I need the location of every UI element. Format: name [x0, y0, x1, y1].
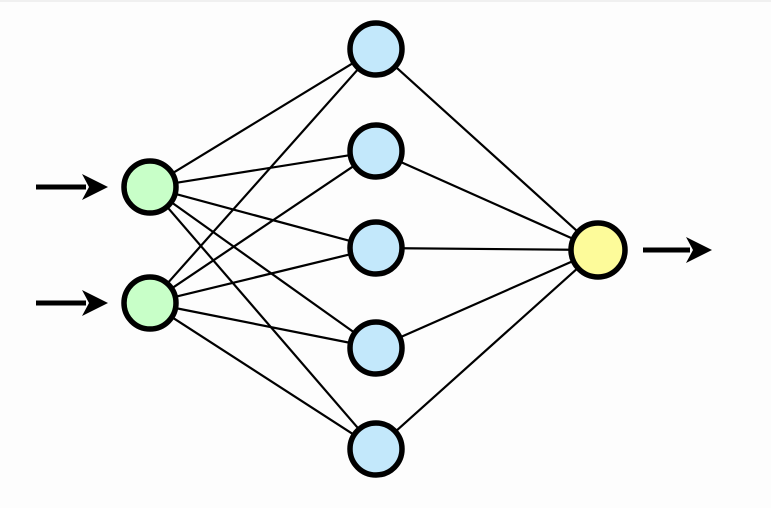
network-edge — [173, 192, 353, 243]
output-arrow — [643, 237, 712, 263]
nodes-group — [121, 20, 628, 478]
network-edge — [170, 315, 356, 437]
network-edge — [398, 259, 575, 339]
input-arrow-head — [82, 290, 108, 316]
edges-group — [165, 61, 580, 437]
hidden-node-h4[interactable] — [347, 319, 405, 377]
output-arrow-head — [686, 237, 712, 263]
network-edge — [400, 247, 573, 251]
input-arrow-head — [82, 174, 108, 200]
hidden-node-h5[interactable] — [347, 420, 405, 478]
network-edge — [169, 200, 357, 335]
network-edge — [170, 61, 356, 175]
network-edge — [165, 205, 361, 431]
input-node-i1[interactable] — [121, 158, 179, 216]
input-node-circle[interactable] — [121, 158, 179, 216]
input-arrow — [36, 174, 108, 200]
network-edge — [393, 266, 580, 434]
input-arrow — [36, 290, 108, 316]
hidden-node-circle[interactable] — [347, 122, 405, 180]
network-edge — [174, 306, 352, 345]
hidden-node-circle[interactable] — [347, 219, 405, 277]
network-edge — [174, 153, 352, 185]
network-edge — [398, 160, 575, 241]
hidden-node-h3[interactable] — [347, 219, 405, 277]
network-edge — [174, 252, 352, 299]
network-edge — [165, 66, 361, 286]
output-node-o1[interactable] — [568, 220, 628, 280]
input-node-circle[interactable] — [121, 274, 179, 332]
input-node-i2[interactable] — [121, 274, 179, 332]
hidden-node-h2[interactable] — [347, 122, 405, 180]
hidden-node-h1[interactable] — [347, 20, 405, 78]
hidden-node-circle[interactable] — [347, 319, 405, 377]
hidden-node-circle[interactable] — [347, 20, 405, 78]
network-edge — [170, 164, 356, 290]
io-arrows-group — [36, 174, 712, 316]
hidden-node-circle[interactable] — [347, 420, 405, 478]
output-node-circle[interactable] — [568, 220, 628, 280]
network-edge — [393, 64, 580, 234]
